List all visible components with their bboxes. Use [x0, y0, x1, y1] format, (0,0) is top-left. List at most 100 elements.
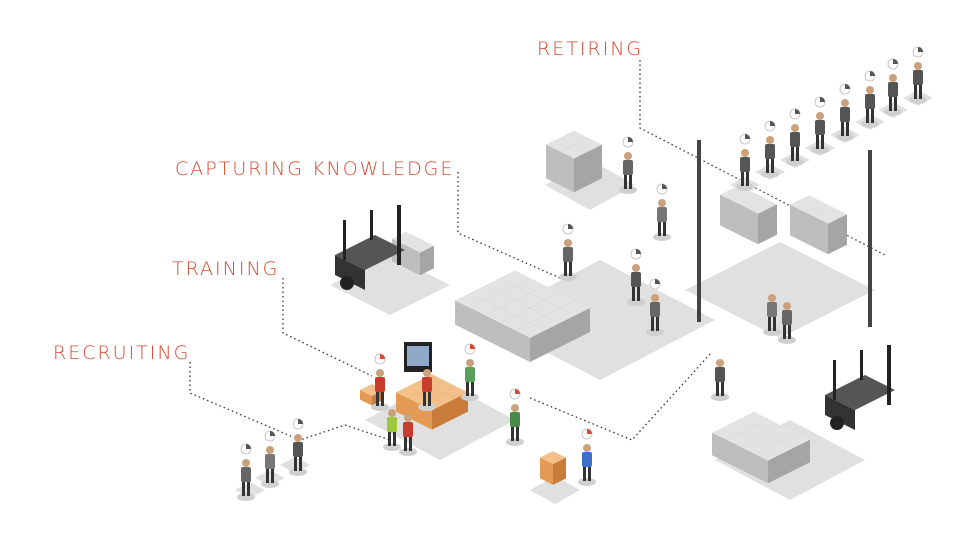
person-figure [399, 414, 417, 456]
torso [510, 412, 520, 427]
torso [913, 70, 923, 85]
head [791, 124, 799, 132]
person-figure [619, 136, 637, 194]
leg [624, 174, 627, 189]
head [914, 62, 922, 70]
box-right [574, 151, 588, 170]
box-right [575, 320, 590, 340]
flow-connector [529, 351, 713, 441]
leg [821, 134, 824, 149]
torso [715, 367, 725, 382]
leg [889, 96, 892, 111]
person-figure [461, 343, 479, 401]
head [564, 239, 572, 247]
head [423, 369, 431, 377]
time-pie-fill [380, 354, 385, 359]
torso [582, 452, 592, 467]
leg [511, 426, 514, 441]
head [466, 359, 474, 367]
shadow [884, 108, 902, 116]
time-pie-fill [628, 137, 633, 142]
box-icon [540, 451, 566, 475]
torso [650, 302, 660, 317]
time-pie-fill [662, 184, 667, 189]
box-right [782, 446, 796, 465]
person-figure [237, 443, 255, 501]
person-figure [786, 108, 804, 166]
forklift-icon [825, 345, 895, 430]
shelf-post [697, 140, 701, 232]
box-right [828, 229, 847, 255]
box-right [796, 451, 810, 470]
box-left [560, 174, 574, 193]
shadow [711, 393, 729, 401]
box-icon [739, 194, 777, 229]
box-left [540, 468, 553, 485]
box-left [754, 465, 768, 484]
leg [376, 391, 379, 406]
time-pie-fill [246, 444, 251, 449]
leg [242, 481, 245, 496]
person-figure [884, 58, 902, 116]
head [624, 152, 632, 160]
box-right [545, 335, 560, 355]
label-training: TRAINING [172, 258, 280, 280]
box-left [739, 219, 758, 245]
box-left [455, 300, 470, 320]
person-figure [418, 369, 436, 411]
shadow [371, 403, 389, 411]
box-right [444, 398, 456, 414]
box-left [740, 458, 754, 477]
forklift-mast [397, 205, 401, 265]
box-left [485, 327, 500, 347]
box-right [758, 204, 777, 229]
shadow [399, 448, 417, 456]
box-right [560, 315, 575, 335]
torso [790, 132, 800, 147]
forklift-icon [335, 205, 405, 290]
wheel [830, 416, 844, 430]
torso [265, 454, 275, 469]
box-icon [754, 446, 782, 472]
head [242, 459, 250, 467]
shadow [861, 120, 879, 128]
box-left [406, 245, 420, 264]
torso [422, 377, 432, 392]
shadow [763, 328, 781, 336]
shelf-post [868, 235, 872, 327]
time-pie-fill [587, 429, 592, 434]
torso [888, 82, 898, 97]
leg [663, 221, 666, 236]
training-connector [282, 278, 373, 377]
shadow [646, 328, 664, 336]
time-pie-fill [918, 47, 923, 52]
person-figure [383, 409, 401, 451]
time-pie-fill [795, 109, 800, 114]
person-figure [627, 248, 645, 306]
shadow [811, 146, 829, 154]
box-left [560, 162, 574, 181]
leg [841, 121, 844, 136]
box-left [470, 320, 485, 340]
box-left [790, 204, 809, 230]
torso [740, 157, 750, 172]
head [294, 434, 302, 442]
box-right [588, 167, 602, 186]
leg [588, 466, 591, 481]
shadow [506, 438, 524, 446]
leg [783, 324, 786, 339]
forklift-side [335, 255, 365, 290]
shadow [261, 480, 279, 488]
shadow [237, 493, 255, 501]
box-left [720, 194, 739, 220]
forklift-mast [887, 345, 891, 405]
leg [796, 146, 799, 161]
shadow [578, 478, 596, 486]
shadow [418, 403, 436, 411]
wheel [340, 276, 354, 290]
forklift-cage [343, 220, 346, 260]
box-icon [560, 144, 588, 170]
box-right [588, 144, 602, 163]
forklift-side [825, 395, 855, 430]
